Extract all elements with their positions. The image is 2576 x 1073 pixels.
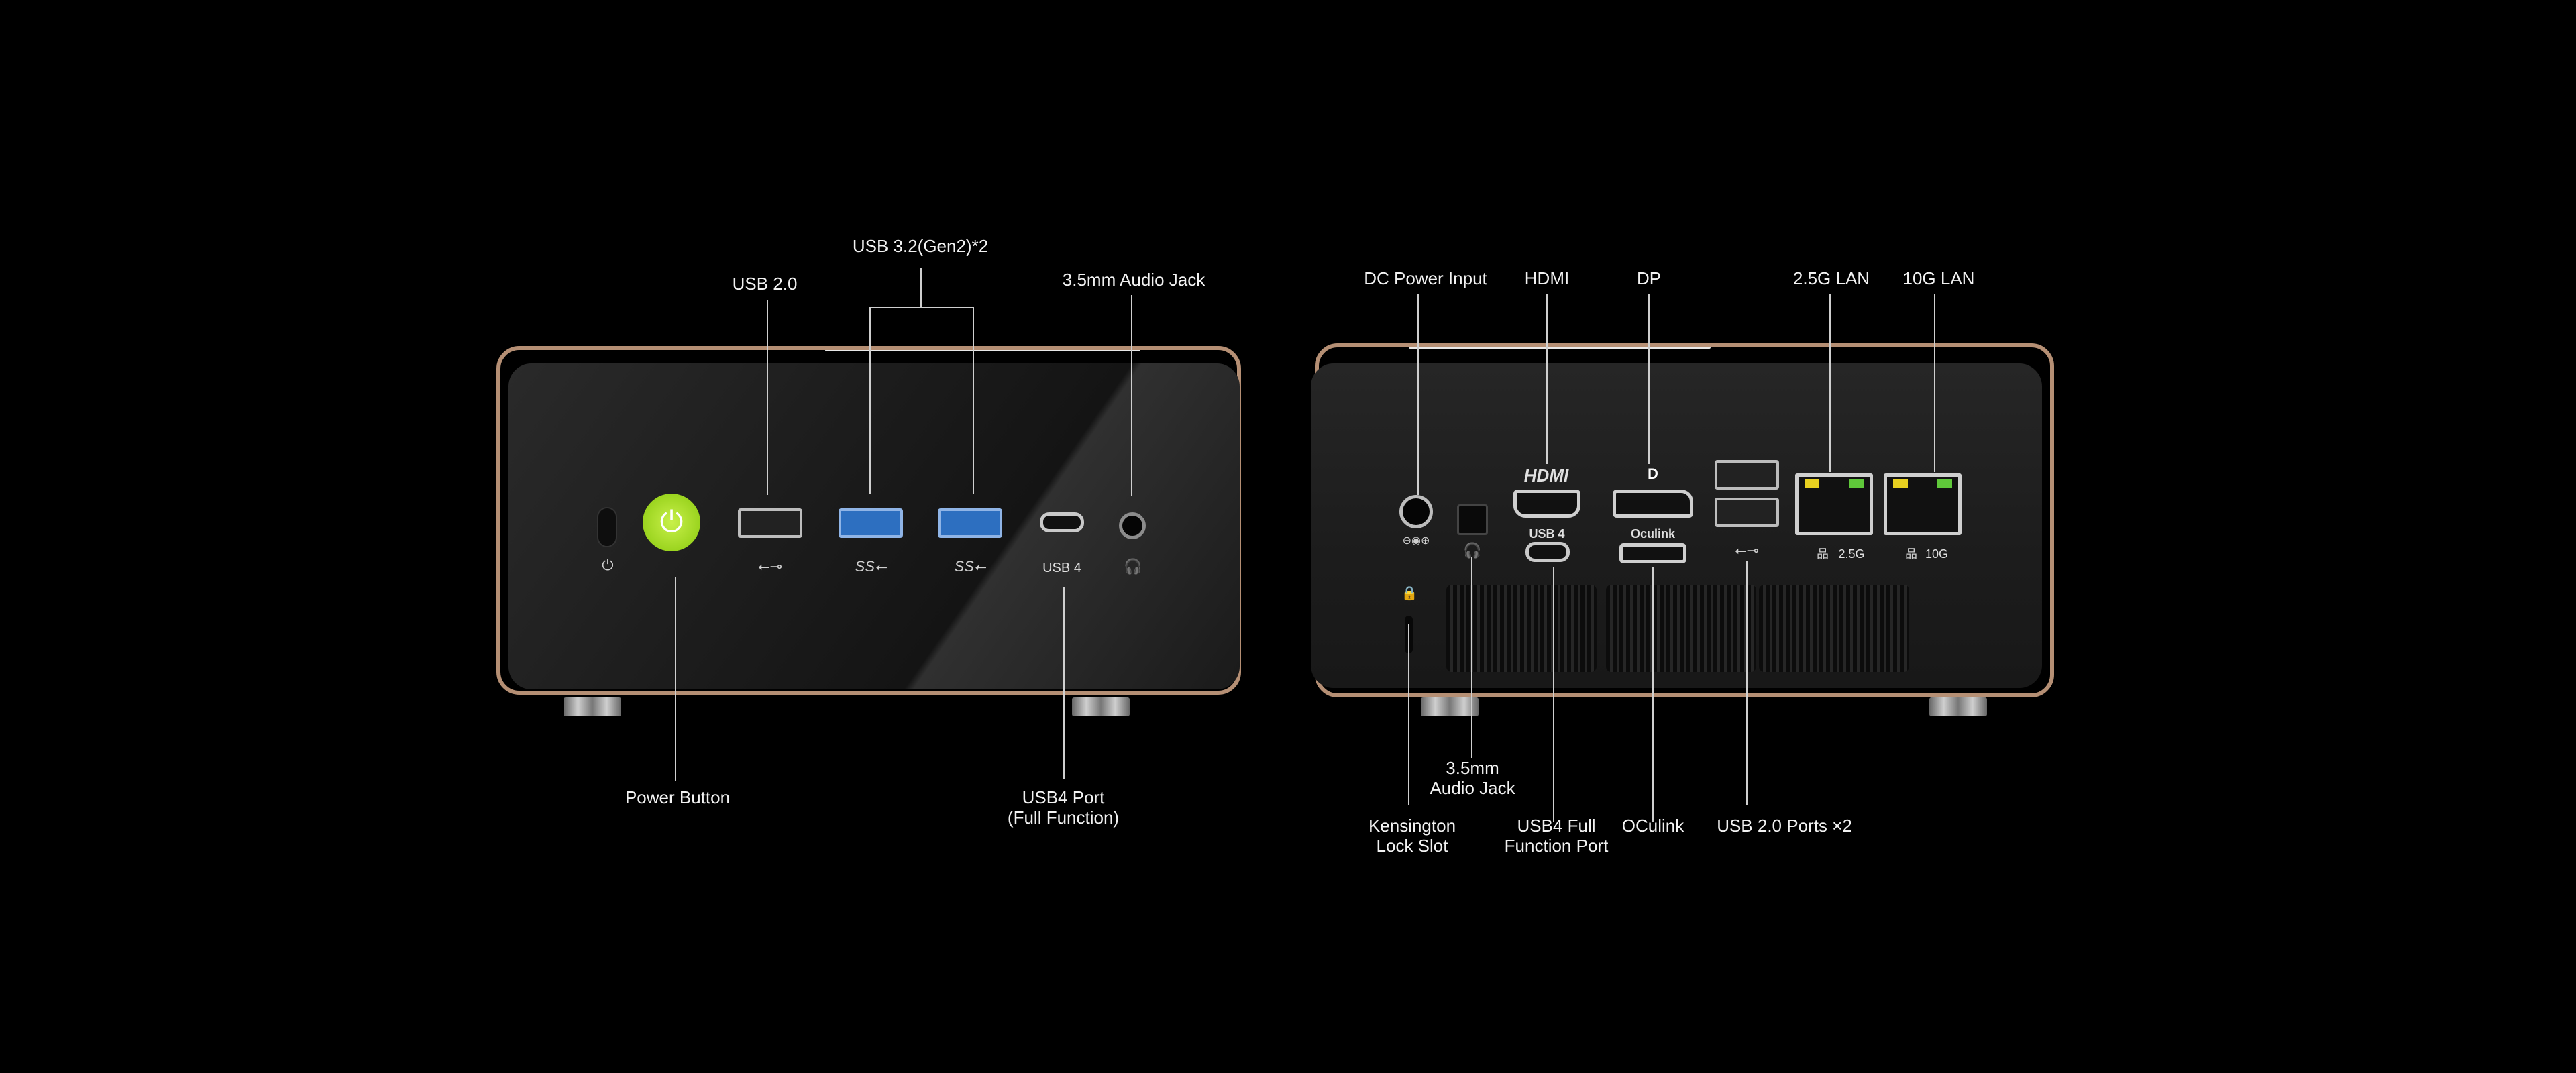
lan-25g-led-yellow	[1805, 479, 1819, 488]
rear-usb20-port-2[interactable]	[1715, 498, 1779, 527]
label-lan10: 10G LAN	[1902, 268, 1975, 288]
rear-usb20-port-1[interactable]	[1715, 460, 1779, 490]
usb4-port-rear[interactable]	[1525, 542, 1570, 562]
usb4-port-front[interactable]	[1040, 512, 1084, 532]
network-icon: 品	[1905, 547, 1917, 561]
line-lan25	[1829, 294, 1831, 472]
line-dp	[1648, 294, 1650, 464]
front-foot-left	[564, 697, 621, 716]
rear-vent-2	[1606, 585, 1756, 672]
oculink-mark: Oculink	[1630, 527, 1675, 541]
label-audio-rear: 3.5mm Audio Jack	[1430, 758, 1515, 798]
label-dc: DC Power Input	[1364, 268, 1487, 288]
line-oculink	[1652, 567, 1654, 822]
usb4-port-mark: USB 4	[1042, 561, 1081, 575]
front-audio-jack[interactable]	[1119, 512, 1146, 539]
label-usb4-front: USB4 Port (Full Function)	[1007, 787, 1120, 828]
lan-25g-led-green	[1849, 479, 1864, 488]
line-power	[675, 577, 676, 781]
line-usb4	[1063, 587, 1065, 779]
hdmi-logo: HDMI	[1523, 465, 1569, 486]
dc-polarity-icon: ⊖◉⊕	[1402, 535, 1430, 547]
line-usb32-b	[973, 307, 974, 494]
label-usb20: USB 2.0	[732, 274, 798, 294]
power-button[interactable]	[643, 494, 700, 551]
line-dc	[1417, 294, 1419, 495]
label-audio-front: 3.5mm Audio Jack	[1062, 270, 1205, 290]
label-kensington: Kensington Lock Slot	[1368, 815, 1456, 856]
power-symbol-icon: ⏻	[602, 557, 614, 573]
usb32-port-1[interactable]	[839, 508, 903, 538]
headphone-icon: 🎧	[1463, 542, 1482, 559]
label-oculink: OCulink	[1621, 815, 1684, 836]
lan-10g-mark: 10G	[1925, 547, 1949, 561]
oculink-port[interactable]	[1619, 543, 1686, 563]
line-kensington	[1408, 624, 1409, 805]
superspeed-usb-icon: SS⭠	[855, 558, 887, 575]
line-rear-usb20	[1746, 561, 1748, 805]
dp-port[interactable]	[1613, 490, 1693, 518]
hdmi-port[interactable]	[1513, 490, 1580, 518]
headphone-icon: 🎧	[1124, 558, 1142, 575]
front-foot-right	[1072, 697, 1130, 716]
power-button-icon: ⏻	[659, 506, 684, 539]
label-hdmi: HDMI	[1524, 268, 1570, 288]
rear-audio-jack[interactable]	[1457, 504, 1488, 535]
label-lan25: 2.5G LAN	[1792, 268, 1870, 288]
rear-foot-left	[1421, 697, 1479, 716]
line-usb32-bar	[869, 307, 974, 308]
line-lan10	[1934, 294, 1935, 472]
label-power: Power Button	[625, 787, 731, 807]
front-indicator-slot	[597, 507, 617, 547]
line-usb32-stem	[920, 268, 922, 308]
usb32-port-2[interactable]	[938, 508, 1002, 538]
line-rear-audio	[1471, 557, 1472, 758]
label-usb4-rear: USB4 Full Function Port	[1504, 815, 1609, 856]
lan-25g-mark: 2.5G	[1838, 547, 1865, 561]
line-usb20	[767, 300, 768, 495]
rear-foot-right	[1929, 697, 1987, 716]
label-dp: DP	[1636, 268, 1662, 288]
lan-10g-led-green	[1937, 479, 1952, 488]
line-hdmi	[1546, 294, 1548, 464]
line-audio	[1131, 295, 1132, 496]
superspeed-usb-icon: SS⭠	[954, 558, 986, 575]
usb4-rear-mark: USB 4	[1529, 527, 1565, 541]
label-usb32: USB 3.2(Gen2)*2	[852, 236, 989, 256]
network-icon: 品	[1817, 547, 1829, 561]
rear-vent-1	[1446, 585, 1597, 672]
dc-power-port[interactable]	[1399, 495, 1433, 528]
usb20-port[interactable]	[738, 508, 802, 538]
usb-icon: ⭠⊸	[1734, 542, 1760, 559]
usb-icon: ⭠⊸	[757, 558, 783, 575]
line-usb32-a	[869, 307, 871, 494]
lan-10g-led-yellow	[1893, 479, 1908, 488]
lock-icon: 🔒	[1401, 586, 1418, 601]
label-rear-usb20: USB 2.0 Ports ×2	[1717, 815, 1852, 836]
line-usb4-rear	[1553, 567, 1554, 822]
rear-vent-3	[1759, 585, 1909, 672]
displayport-icon: D	[1648, 465, 1658, 482]
